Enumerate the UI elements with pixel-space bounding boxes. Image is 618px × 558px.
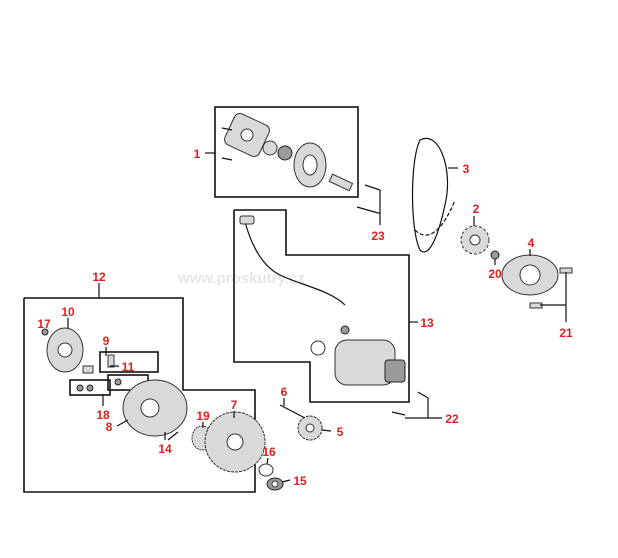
callout-14: 14 xyxy=(158,442,172,456)
callout-17: 17 xyxy=(37,317,51,331)
starter-clutch-parts xyxy=(221,113,381,214)
callout-19: 19 xyxy=(196,409,210,423)
leader-lines xyxy=(67,152,567,483)
gear-parts xyxy=(279,404,323,441)
callout-23: 23 xyxy=(371,229,385,243)
callout-16: 16 xyxy=(262,445,276,459)
group-box-1 xyxy=(214,106,359,198)
group-box-12 xyxy=(23,297,256,493)
starter-motor-parts xyxy=(239,215,429,416)
sub-box-18a xyxy=(69,379,111,396)
callout-4: 4 xyxy=(528,236,535,250)
callout-2: 2 xyxy=(473,202,480,216)
callout-15: 15 xyxy=(293,474,307,488)
watermark: www.proskutry.cz xyxy=(177,270,305,287)
callout-5: 5 xyxy=(337,425,344,439)
callout-8: 8 xyxy=(106,420,113,434)
chain-and-sprocket xyxy=(411,137,573,309)
callout-20: 20 xyxy=(488,267,502,281)
callout-22: 22 xyxy=(445,412,459,426)
callout-13: 13 xyxy=(420,316,434,330)
callout-11: 11 xyxy=(122,360,135,374)
callout-7: 7 xyxy=(231,398,238,412)
callout-labels: 1 2 3 4 5 6 7 8 9 10 11 12 13 14 15 16 1… xyxy=(37,147,573,488)
callout-12: 12 xyxy=(92,270,106,284)
callout-6: 6 xyxy=(281,385,288,399)
group-box-13 xyxy=(233,209,410,403)
one-way-clutch-parts xyxy=(41,327,284,491)
sub-box-9-11 xyxy=(99,351,159,373)
callout-10: 10 xyxy=(61,305,75,319)
callout-9: 9 xyxy=(103,334,110,348)
callout-18: 18 xyxy=(96,408,110,422)
callout-21: 21 xyxy=(559,326,573,340)
callout-1: 1 xyxy=(194,147,201,161)
callout-3: 3 xyxy=(463,162,470,176)
